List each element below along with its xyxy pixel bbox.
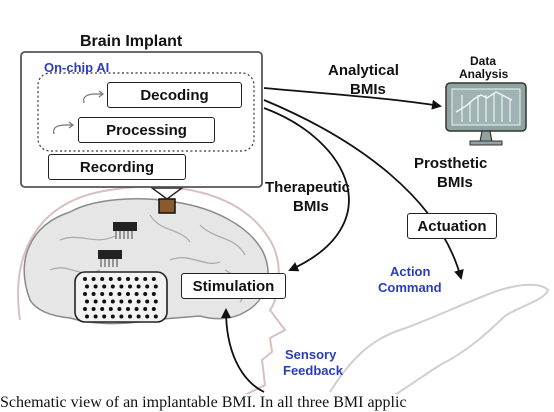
actuation-box: Actuation [407, 213, 497, 239]
electrode-dot [110, 299, 115, 304]
implant-chip [158, 198, 176, 214]
electrode-dot [110, 284, 115, 289]
processing-box: Processing [78, 117, 215, 143]
data-label-1: Data [470, 54, 497, 68]
stimulation-box: Stimulation [181, 273, 286, 299]
electrode-dot [126, 277, 130, 281]
electrode-dot [85, 314, 89, 319]
electrode-dot [83, 277, 87, 281]
electrode-dot [91, 307, 96, 311]
data-label-2: Analysis [459, 67, 509, 81]
electrode-dot [153, 299, 158, 304]
electrode-dot [83, 292, 87, 296]
arrow-therapeutic [263, 107, 350, 272]
electrode-dot [134, 277, 139, 281]
electrode-dot [85, 299, 89, 304]
electrode-dot [145, 314, 150, 319]
electrode-dot [136, 284, 141, 289]
electrode-dot [102, 314, 107, 319]
prosthetic-label-2: BMIs [437, 174, 473, 191]
electrode-dot [117, 277, 122, 281]
electrode-dot [108, 277, 113, 281]
analytical-label-2: BMIs [350, 81, 386, 98]
electrode-dot [91, 277, 96, 281]
electrode-dot [134, 292, 139, 296]
electrode-dot [143, 292, 148, 296]
electrode-dot [117, 292, 122, 296]
electrode-dot [119, 299, 124, 304]
electrode-dot [93, 314, 98, 319]
recording-box: Recording [48, 154, 186, 180]
electrode-dot [100, 292, 105, 296]
electrode-dot [108, 307, 113, 311]
electrode-dot [143, 277, 148, 281]
sensory-feedback-2: Feedback [283, 363, 343, 378]
electrode-dot [136, 299, 141, 304]
implant-title: Brain Implant [80, 33, 183, 50]
electrode-dot [102, 284, 107, 289]
electrode-dot [100, 277, 105, 281]
electrode-dot [100, 307, 105, 311]
prosthetic-label-1: Prosthetic [414, 155, 488, 172]
electrode-dot [153, 284, 158, 289]
electrode-dot [136, 314, 141, 319]
arrow-sensory-feedback [221, 308, 265, 393]
arrow-prosthetic [263, 99, 464, 280]
figure-caption: Schematic view of an implantable BMI. In… [0, 394, 554, 412]
electrode-dot [153, 314, 158, 319]
hand-outline [329, 283, 550, 399]
head-outline [17, 185, 287, 396]
therapeutic-label-2: BMIs [293, 198, 329, 215]
electrode-dot [151, 292, 156, 296]
electrode-dot [126, 292, 130, 296]
electrode-dot [143, 307, 148, 311]
feedback-loop-icon-2 [53, 121, 74, 135]
electrode-dot [83, 307, 87, 311]
electrode-dot [119, 284, 124, 289]
therapeutic-label-1: Therapeutic [265, 179, 351, 196]
microelectrode-array-1 [113, 222, 137, 239]
action-command-2: Command [378, 280, 442, 295]
data-analysis-monitor [445, 82, 527, 146]
sensory-feedback-1: Sensory [285, 347, 337, 362]
action-command-1: Action [390, 264, 431, 279]
electrode-dot [119, 314, 124, 319]
electrode-dot [85, 284, 89, 289]
electrode-dot [117, 307, 122, 311]
electrode-dot [151, 277, 156, 281]
electrode-dot [128, 284, 132, 289]
arrow-to-analysis [263, 87, 442, 110]
decoding-box: Decoding [107, 82, 242, 108]
electrode-dot [93, 284, 98, 289]
electrode-dot [91, 292, 96, 296]
electrode-dot [151, 307, 156, 311]
electrode-dot [126, 307, 130, 311]
chip-connector [149, 187, 185, 200]
feedback-loop-icon-1 [83, 90, 104, 104]
analytical-label-1: Analytical [328, 62, 399, 79]
electrode-dot [128, 314, 132, 319]
onchip-ai-label: On-chip AI [44, 60, 110, 75]
electrode-dots [83, 277, 158, 319]
electrode-dot [128, 299, 132, 304]
electrode-dot [145, 299, 150, 304]
electrode-dot [145, 284, 150, 289]
electrode-dot [108, 292, 113, 296]
electrode-dot [102, 299, 107, 304]
electrode-dot [110, 314, 115, 319]
onchip-ai-region [37, 72, 255, 152]
microelectrode-array-2 [98, 250, 122, 267]
electrode-dot [93, 299, 98, 304]
electrode-dot [134, 307, 139, 311]
